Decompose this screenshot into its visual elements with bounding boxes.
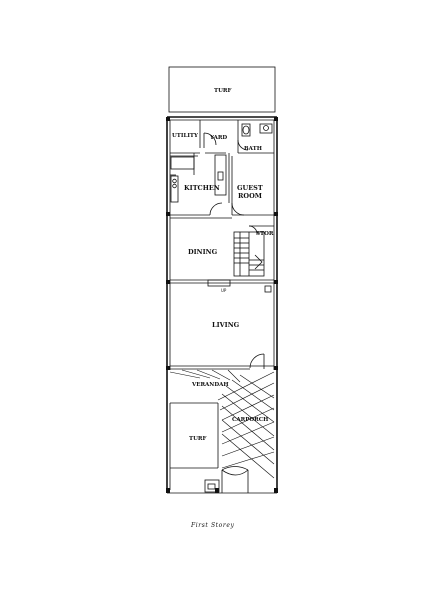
- turf-bottom-area: [169, 402, 219, 490]
- verandah-label: VERANDAH: [191, 382, 229, 388]
- front-gate: [167, 466, 277, 494]
- staircase: [233, 231, 265, 277]
- guest-room-label-line2: ROOM: [238, 192, 262, 200]
- utility-room: [170, 120, 201, 175]
- outer-walls: [166, 116, 278, 493]
- utility-label: UTILITY: [172, 133, 198, 139]
- turf-top-label: TURF: [214, 88, 231, 94]
- carporch-tiles: [169, 369, 275, 479]
- living-room: [170, 285, 274, 370]
- stor-label: STOR: [256, 231, 274, 237]
- carporch-label: CARPORCH: [232, 417, 268, 423]
- turf-top-area: [168, 66, 276, 113]
- drawing-caption: First Storey: [190, 522, 235, 529]
- up-marker: UP: [221, 288, 227, 293]
- up-window: [207, 279, 231, 287]
- kitchen-room: [170, 152, 227, 216]
- yard-label: YARD: [209, 135, 227, 141]
- guest-room-label-line1: GUEST: [237, 184, 263, 192]
- guest-room: [228, 153, 274, 216]
- column-posts: [166, 117, 278, 493]
- inner-wall-lines: [169, 119, 275, 370]
- yard-door: [203, 132, 217, 146]
- turf-bottom-label: TURF: [189, 436, 206, 442]
- dining-room: [170, 217, 274, 284]
- stor-room: [248, 225, 274, 235]
- bath-room: [237, 120, 274, 154]
- bath-label: BATH: [244, 146, 262, 152]
- living-label: LIVING: [212, 321, 240, 329]
- kitchen-label: KITCHEN: [184, 184, 220, 192]
- dining-label: DINING: [188, 248, 218, 256]
